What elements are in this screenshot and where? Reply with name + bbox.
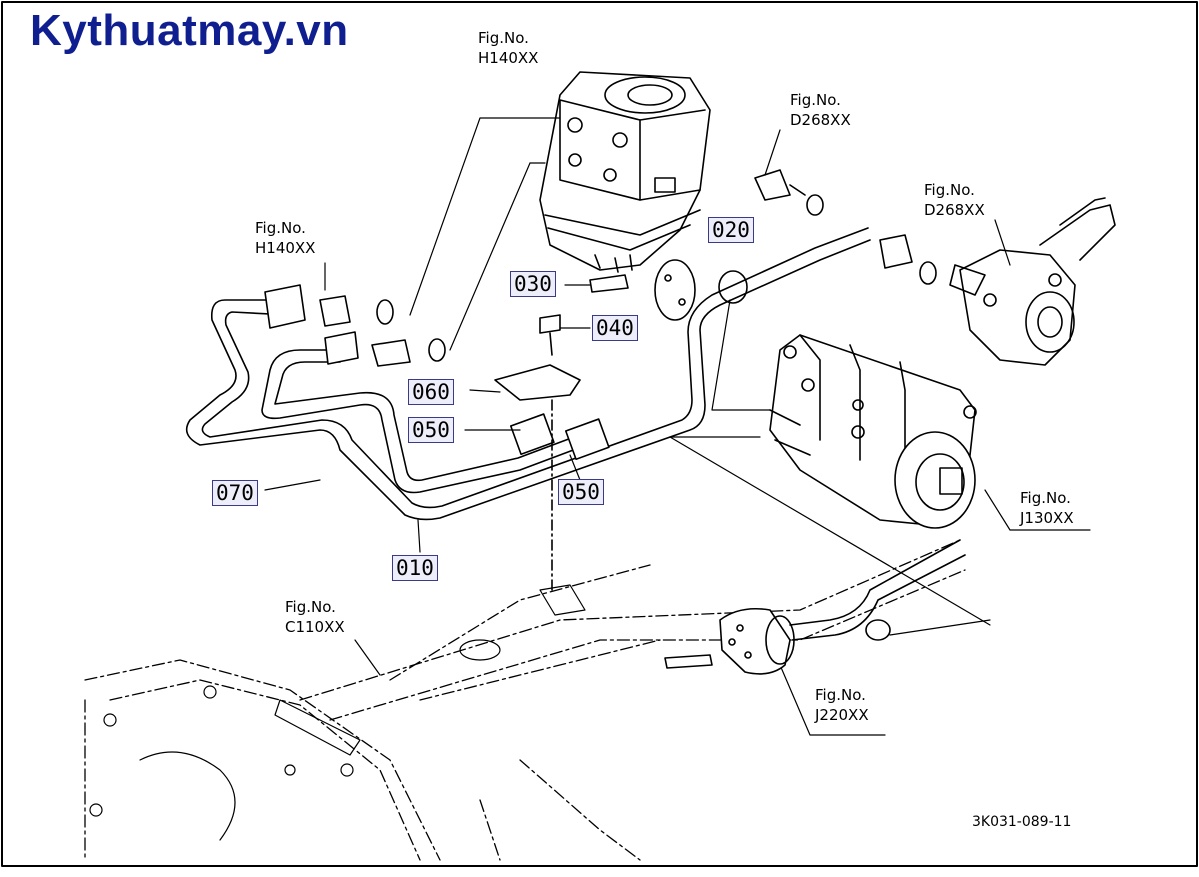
reference-number: D268XX (790, 111, 851, 129)
pipe-010-drawing (185, 227, 871, 521)
reference-number: H140XX (478, 49, 539, 67)
housing-details (89, 584, 586, 841)
reference-number: C110XX (285, 618, 345, 636)
valve-body-drawing (949, 197, 1116, 366)
part-label-030[interactable]: 030 (510, 271, 556, 297)
flange-drawing (589, 259, 748, 321)
part-label-070[interactable]: 070 (212, 480, 258, 506)
reference-label: Fig.No. (924, 181, 975, 199)
fittings-drawing (264, 284, 446, 367)
reference-label: Fig.No. (478, 29, 529, 47)
clamps-drawing (494, 314, 610, 591)
part-label-050-right[interactable]: 050 (558, 479, 604, 505)
transmission-housing-drawing (84, 539, 966, 861)
reference-number: D268XX (924, 201, 985, 219)
watermark-logo: Kythuatmay.vn (30, 6, 349, 55)
reference-j220[interactable]: Fig.No. J220XX (815, 685, 869, 725)
reference-label: Fig.No. (815, 686, 866, 704)
hydraulic-pump-drawing (769, 334, 977, 529)
pipe-070-drawing (261, 349, 601, 494)
reference-label: Fig.No. (790, 91, 841, 109)
reference-h140-left[interactable]: Fig.No. H140XX (255, 218, 315, 258)
reference-number: H140XX (255, 239, 316, 257)
reference-label: Fig.No. (285, 598, 336, 616)
reference-d268-b[interactable]: Fig.No. D268XX (924, 180, 985, 220)
reference-label: Fig.No. (1020, 489, 1071, 507)
reference-label: Fig.No. (255, 219, 306, 237)
reference-number: J130XX (1020, 509, 1074, 527)
drawing-code: 3K031-089-11 (972, 814, 1072, 830)
steering-valve-drawing (539, 71, 711, 273)
reference-d268-a[interactable]: Fig.No. D268XX (790, 90, 851, 130)
part-label-050-left[interactable]: 050 (408, 417, 454, 443)
reference-h140-top[interactable]: Fig.No. H140XX (478, 28, 538, 68)
pipe-d268-drawing (754, 169, 937, 285)
part-label-060[interactable]: 060 (408, 379, 454, 405)
reference-j130[interactable]: Fig.No. J130XX (1020, 488, 1074, 528)
leader-lines (264, 117, 1091, 736)
reference-number: J220XX (815, 706, 869, 724)
reference-c110[interactable]: Fig.No. C110XX (285, 597, 345, 637)
part-label-020[interactable]: 020 (708, 217, 754, 243)
part-label-010[interactable]: 010 (392, 555, 438, 581)
part-label-040[interactable]: 040 (592, 315, 638, 341)
rear-pump-drawing (664, 539, 966, 675)
